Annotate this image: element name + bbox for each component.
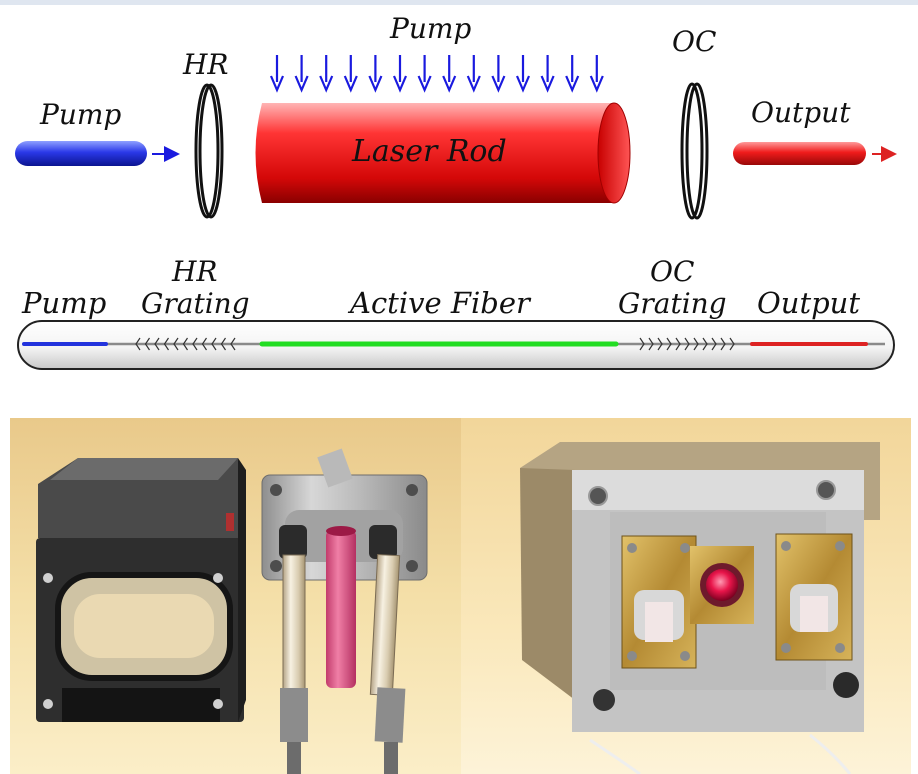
grating-chevron: [666, 337, 672, 351]
fiber-hr-label-line1: HR: [171, 255, 218, 288]
grating-chevron: [192, 337, 198, 351]
pump-beam-left: [15, 141, 147, 166]
laser-rod-label: Laser Rod: [351, 134, 507, 169]
grating-chevron: [693, 337, 699, 351]
grating-chevron: [729, 337, 735, 351]
pump-arrow-head: [442, 75, 457, 93]
hr-label: HR: [182, 48, 229, 81]
photo-laser-head-disassembled: [10, 418, 461, 774]
pump-arrow-head: [343, 75, 358, 93]
output-beam: [733, 142, 866, 165]
pump-arrow-head: [515, 75, 531, 93]
grating-chevron: [230, 337, 236, 351]
pump-left-label: Pump: [39, 98, 121, 131]
pump-chamber-block: [36, 458, 246, 722]
grating-chevron: [182, 337, 188, 351]
electrode-plate-right: [775, 533, 853, 661]
fiber-pump-label: Pump: [21, 286, 106, 320]
grating-chevron: [711, 337, 717, 351]
grating-chevron: [639, 337, 645, 351]
oc-mirror: [680, 82, 709, 220]
grating-chevron: [154, 337, 160, 351]
pump-arrow-head: [269, 75, 285, 93]
rod-window: [690, 546, 754, 624]
fiber-laser-schematic: Pump HR Grating Active Fiber OC Grating …: [17, 255, 895, 370]
fiber-oc-label-line2: Grating: [618, 287, 727, 320]
pump-arrow-head: [368, 75, 383, 93]
grating-chevron: [702, 337, 708, 351]
pump-arrow-head: [392, 75, 408, 93]
grating-chevron: [173, 337, 179, 351]
grating-chevron: [220, 337, 226, 351]
grating-chevron: [657, 337, 663, 351]
solid-state-laser-schematic: Pump HR Pump Laser Rod OC Output: [15, 12, 897, 220]
laser-rod: [255, 102, 631, 204]
grating-chevron: [144, 337, 150, 351]
pump-arrow-head: [417, 75, 432, 93]
pump-arrow-head: [491, 75, 506, 93]
top-edge-strip: [0, 0, 918, 5]
pump-arrow-head: [294, 75, 309, 93]
grating-chevron: [648, 337, 654, 351]
grating-chevron: [201, 337, 207, 351]
fiber-active-label: Active Fiber: [347, 286, 532, 320]
fiber-oc-label-line1: OC: [650, 255, 694, 288]
pump-arrow-head: [466, 75, 481, 93]
photo-laser-head-assembled: [461, 418, 911, 774]
flash-lamp-left: [279, 525, 308, 774]
pink-laser-rod: [326, 526, 356, 688]
pump-top-label: Pump: [389, 12, 471, 45]
pump-arrow-head: [589, 75, 604, 93]
flash-lamp-right: [369, 525, 406, 774]
grating-chevron: [720, 337, 726, 351]
hr-grating-marks: [135, 337, 236, 351]
oc-grating-marks: [639, 337, 735, 351]
grating-chevron: [163, 337, 169, 351]
fiber-hr-label-line2: Grating: [141, 287, 250, 320]
pump-arrow-head: [565, 75, 580, 93]
grating-chevron: [675, 337, 681, 351]
pump-arrows: [269, 55, 604, 93]
electrode-plate-left: [621, 535, 697, 669]
hr-mirror: [194, 83, 224, 219]
pump-arrow-head: [319, 75, 334, 93]
grating-chevron: [135, 337, 141, 351]
pump-arrow-head: [540, 75, 555, 93]
grating-chevron: [211, 337, 217, 351]
oc-label: OC: [672, 25, 716, 58]
grating-chevron: [684, 337, 690, 351]
output-label: Output: [751, 96, 851, 129]
fiber-output-label: Output: [757, 286, 860, 320]
